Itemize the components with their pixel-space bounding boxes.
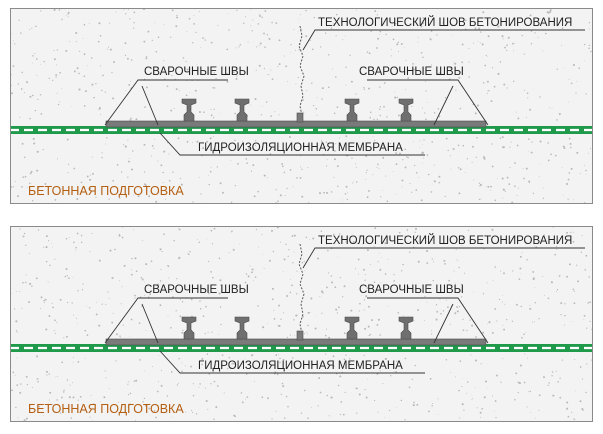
joint-leader-line — [302, 247, 585, 269]
weld-left-label: СВАРОЧНЫЕ ШВЫ — [144, 66, 249, 78]
anchor-rib-1 — [181, 98, 197, 122]
membrane-leader-line — [159, 132, 425, 156]
anchor-rib-4 — [398, 316, 414, 340]
panel-frame — [10, 226, 593, 422]
weld-left-leader-a — [104, 297, 228, 344]
anchor-rib-2 — [234, 316, 250, 340]
joint-label: ТЕХНОЛОГИЧЕСКИЙ ШОВ БЕТОНИРОВАНИЯ — [318, 16, 572, 29]
waterstop-base-plate — [105, 120, 487, 128]
membrane-label: ГИДРОИЗОЛЯЦИОННАЯ МЕМБРАНА — [198, 360, 403, 372]
joint-label: ТЕХНОЛОГИЧЕСКИЙ ШОВ БЕТОНИРОВАНИЯ — [318, 234, 572, 247]
detail-panel-2: ТЕХНОЛОГИЧЕСКИЙ ШОВ БЕТОНИРОВАНИЯ СВАРОЧ… — [10, 226, 593, 422]
waterstop-section-diagram-2: ТЕХНОЛОГИЧЕСКИЙ ШОВ БЕТОНИРОВАНИЯ СВАРОЧ… — [10, 226, 593, 422]
panel-frame — [10, 8, 593, 204]
waterstop-center-rib — [296, 112, 304, 123]
construction-joint-line — [298, 25, 305, 117]
waterstop-center-rib — [296, 330, 304, 341]
concrete-texture — [10, 226, 593, 422]
anchor-rib-3 — [344, 316, 360, 340]
construction-joint-line — [298, 243, 305, 335]
weld-right-leader-b — [433, 303, 454, 344]
concrete-base — [10, 350, 593, 422]
joint-leader-line — [302, 29, 585, 51]
waterproofing-membrane — [10, 344, 593, 352]
membrane-leader-line — [159, 350, 425, 374]
membrane-label: ГИДРОИЗОЛЯЦИОННАЯ МЕМБРАНА — [198, 142, 403, 154]
weld-left-label: СВАРОЧНЫЕ ШВЫ — [144, 284, 249, 296]
waterproofing-membrane — [10, 126, 593, 134]
weld-left-leader-b — [141, 85, 159, 126]
weld-right-label: СВАРОЧНЫЕ ШВЫ — [359, 284, 464, 296]
concrete-base-label: БЕТОННАЯ ПОДГОТОВКА — [28, 184, 184, 198]
weld-right-leader-a — [367, 79, 489, 126]
detail-panel-1: ТЕХНОЛОГИЧЕСКИЙ ШОВ БЕТОНИРОВАНИЯ СВАРОЧ… — [10, 8, 593, 204]
waterstop-base-plate — [105, 338, 487, 346]
anchor-rib-4 — [398, 98, 414, 122]
anchor-rib-1 — [181, 316, 197, 340]
concrete-texture — [10, 8, 592, 204]
weld-right-label: СВАРОЧНЫЕ ШВЫ — [359, 66, 464, 78]
concrete-base-label: БЕТОННАЯ ПОДГОТОВКА — [28, 402, 184, 416]
waterstop-section-diagram-1: ТЕХНОЛОГИЧЕСКИЙ ШОВ БЕТОНИРОВАНИЯ СВАРОЧ… — [10, 8, 593, 204]
weld-left-leader-b — [141, 303, 159, 344]
anchor-rib-2 — [234, 98, 250, 122]
weld-left-leader-a — [104, 79, 228, 126]
weld-right-leader-b — [433, 85, 454, 126]
concrete-base — [10, 132, 593, 204]
anchor-rib-3 — [344, 98, 360, 122]
weld-right-leader-a — [367, 297, 489, 344]
